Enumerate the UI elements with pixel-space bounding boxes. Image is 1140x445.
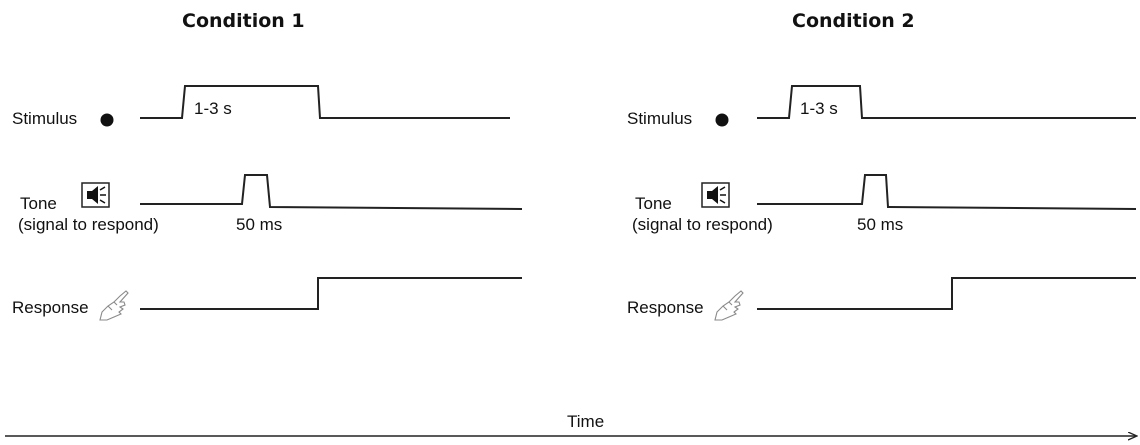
condition-2-response-label: Response xyxy=(627,298,704,317)
condition-1-response-label: Response xyxy=(12,298,89,317)
condition-1-stimulus-label: Stimulus xyxy=(12,109,78,128)
condition-1-stimulus-duration-label: 1-3 s xyxy=(194,99,232,118)
condition-2-tone-trace xyxy=(757,174,1137,210)
time-axis-label: Time xyxy=(567,412,605,431)
condition-2-stimulus-trace xyxy=(757,85,1136,119)
condition-2-tone-sublabel: (signal to respond) xyxy=(632,215,773,234)
condition-2-stimulus-duration-label: 1-3 s xyxy=(800,99,838,118)
speaker-icon xyxy=(81,182,110,208)
filled-circle-icon xyxy=(100,113,114,127)
condition-2-tone-label: Tone xyxy=(635,194,672,213)
filled-circle-icon xyxy=(715,113,729,127)
condition-1-title: Condition 1 xyxy=(182,10,305,32)
condition-1-tone-sublabel: (signal to respond) xyxy=(18,215,159,234)
condition-2-response-trace xyxy=(757,277,1136,310)
condition-1-stimulus-trace xyxy=(140,85,510,119)
condition-2-title: Condition 2 xyxy=(792,10,915,32)
condition-2-tone-duration-label: 50 ms xyxy=(857,215,904,234)
pointing-hand-icon xyxy=(714,290,744,321)
pointing-hand-icon xyxy=(99,290,129,321)
condition-2-stimulus-label: Stimulus xyxy=(627,109,693,128)
condition-1-tone-label: Tone xyxy=(20,194,57,213)
speaker-icon xyxy=(701,182,730,208)
condition-1-tone-duration-label: 50 ms xyxy=(236,215,283,234)
condition-1-tone-trace xyxy=(140,174,523,210)
condition-1-response-trace xyxy=(140,277,522,310)
